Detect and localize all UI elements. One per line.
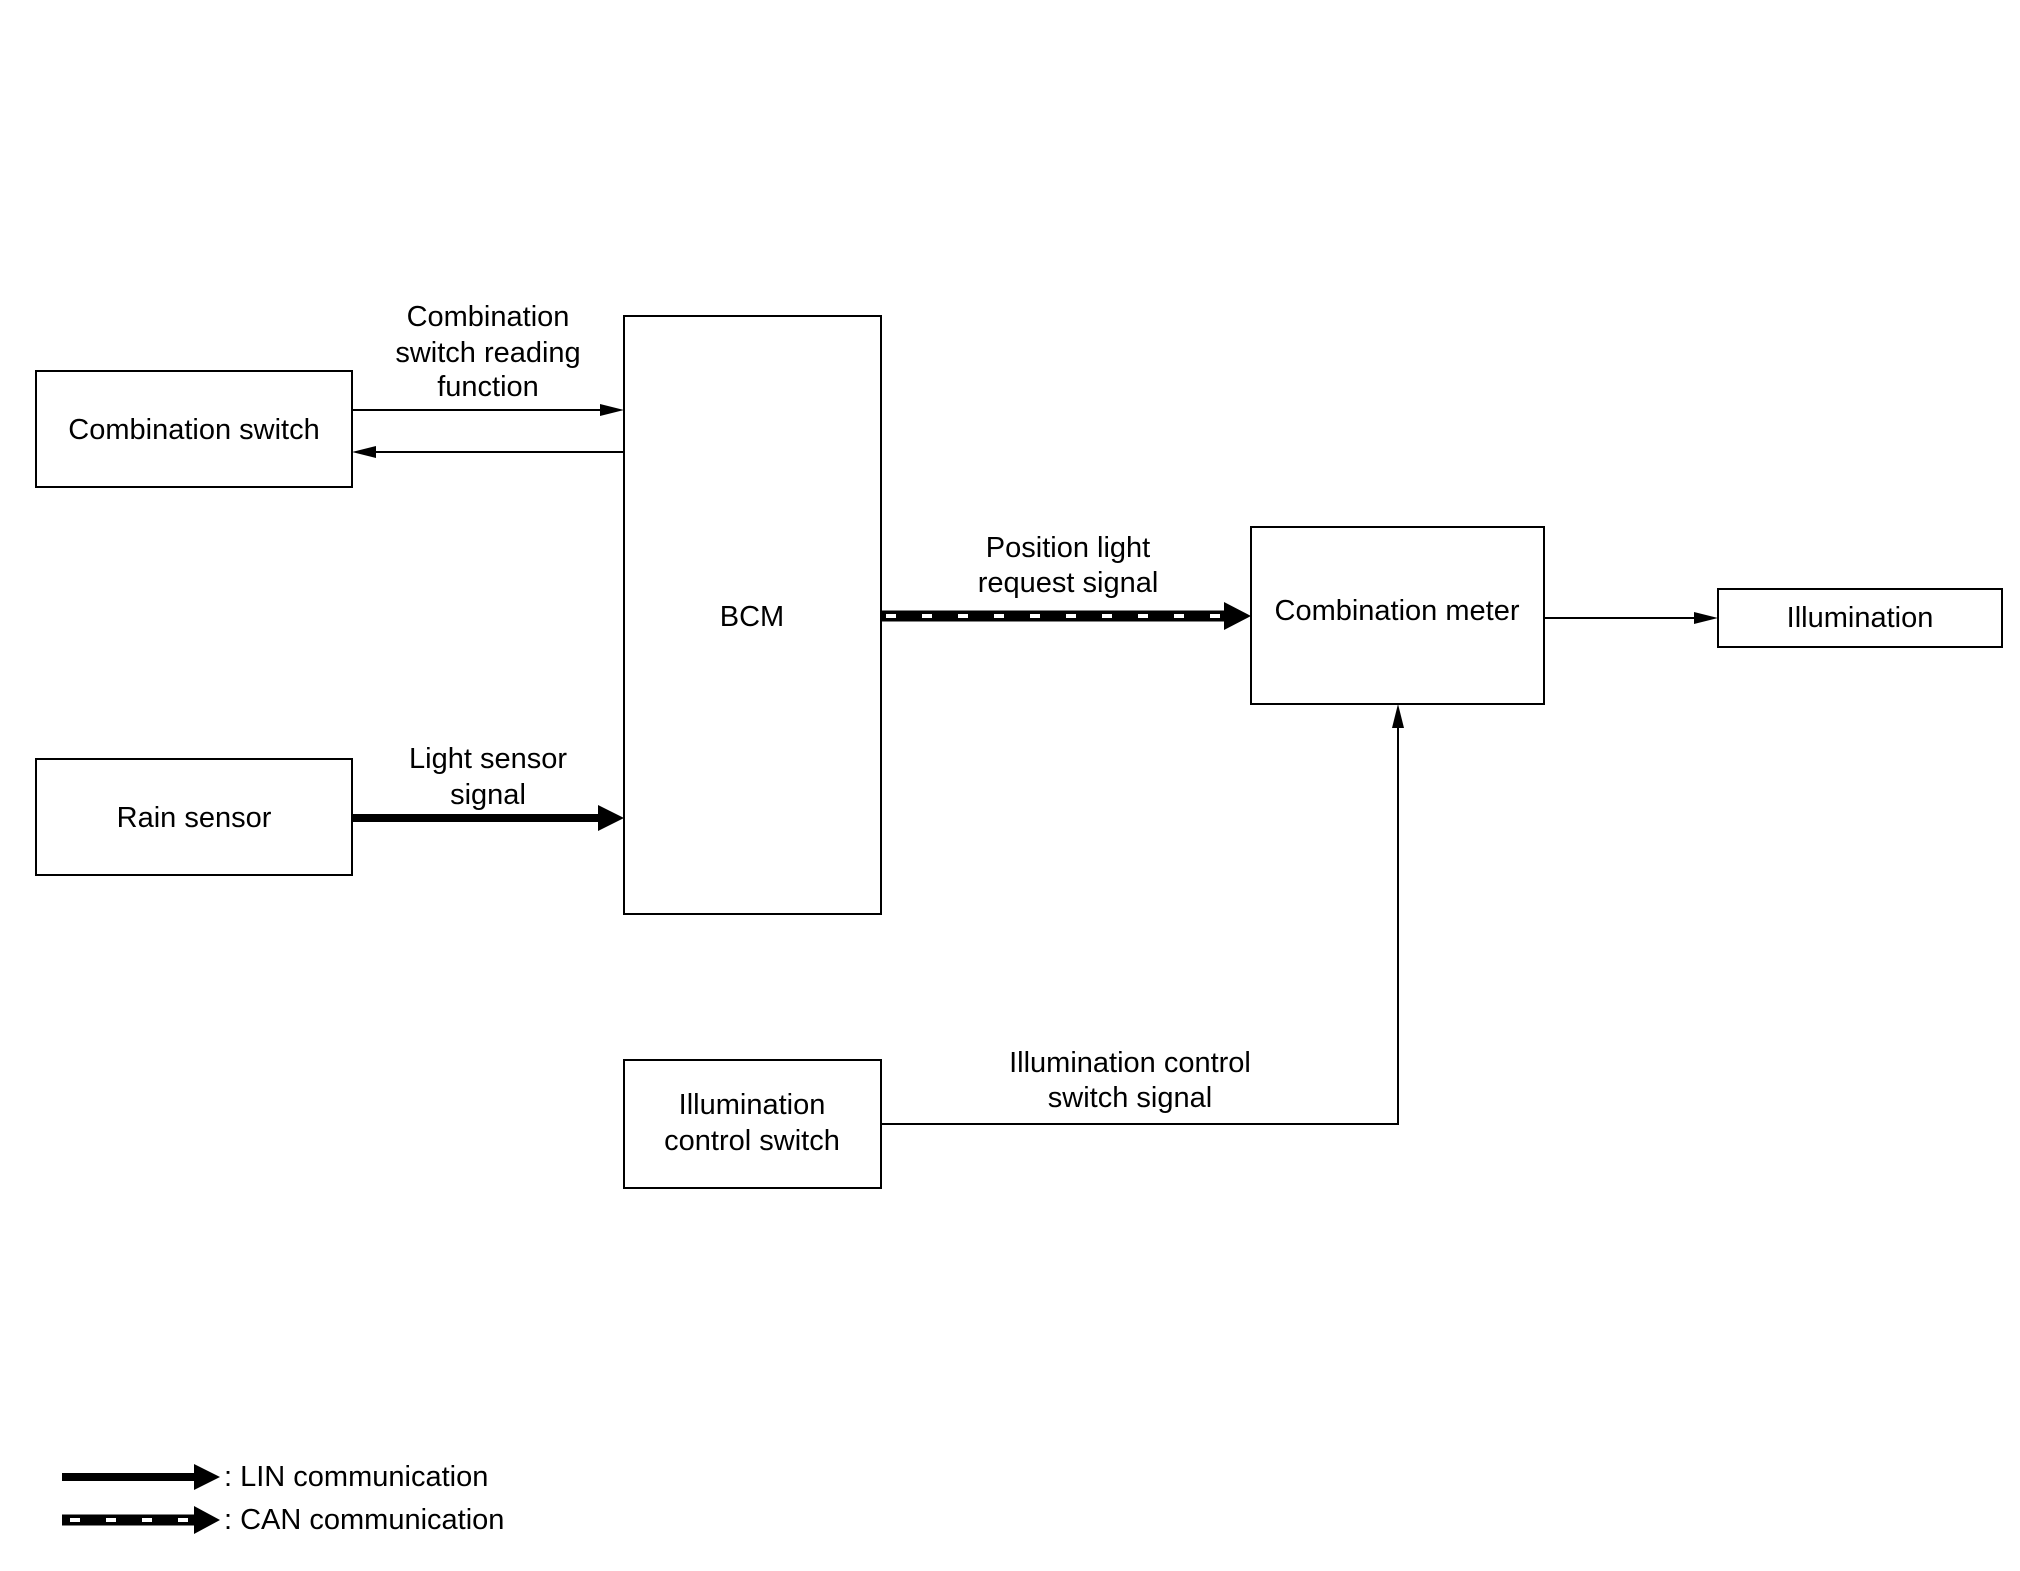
combination-switch-reading-label: Combination switch reading function (395, 301, 580, 403)
combination-switch-reading-line2: switch reading (395, 337, 580, 369)
rain-sensor-block: Rain sensor (35, 758, 353, 876)
legend-lin-item: : LIN communication (62, 1461, 488, 1493)
legend-can-item: : CAN communication (62, 1504, 504, 1536)
position-light-request-signal-label: Position light request signal (978, 532, 1159, 599)
bcm-to-combination-meter-can-arrow (881, 602, 1251, 630)
light-sensor-signal-line1: Light sensor (409, 743, 567, 775)
illumination-control-switch-signal-line2: switch signal (1048, 1082, 1212, 1114)
light-sensor-signal-label: Light sensor signal (409, 743, 567, 811)
position-light-request-line1: Position light (986, 532, 1150, 564)
legend-lin-label: : LIN communication (224, 1461, 488, 1493)
combination-meter-label: Combination meter (1275, 595, 1520, 627)
combination-meter-to-illumination-arrow (1544, 612, 1718, 624)
combination-switch-reading-line1: Combination (407, 301, 570, 333)
illumination-control-switch-to-meter-arrow (881, 704, 1404, 1125)
bcm-to-combination-switch-arrow (352, 446, 624, 458)
illumination-control-switch-label-line2: control switch (664, 1125, 840, 1157)
bcm-block: BCM (623, 315, 882, 915)
rain-sensor-to-bcm-lin-arrow (352, 805, 624, 831)
legend: : LIN communication : CAN communication (62, 1461, 504, 1536)
rain-sensor-label: Rain sensor (117, 802, 272, 834)
legend-can-arrowhead (194, 1506, 220, 1534)
illumination-control-switch-signal-label: Illumination control switch signal (1009, 1047, 1251, 1114)
illumination-control-switch-block: Illumination control switch (623, 1059, 882, 1189)
illumination-control-switch-signal-line1: Illumination control (1009, 1047, 1251, 1079)
bcm-label: BCM (720, 601, 784, 633)
legend-lin-arrowhead (194, 1464, 220, 1490)
illumination-control-switch-label-line1: Illumination (679, 1089, 826, 1121)
combination-switch-to-bcm-arrow (352, 404, 624, 416)
illumination-block: Illumination (1717, 588, 2003, 648)
combination-meter-block: Combination meter (1250, 526, 1545, 705)
combination-switch-block: Combination switch (35, 370, 353, 488)
legend-can-label: : CAN communication (224, 1504, 504, 1536)
position-light-request-line2: request signal (978, 567, 1159, 599)
combination-switch-label: Combination switch (68, 414, 319, 446)
illumination-label: Illumination (1787, 602, 1934, 634)
combination-switch-reading-line3: function (437, 371, 539, 403)
light-sensor-signal-line2: signal (450, 779, 526, 811)
